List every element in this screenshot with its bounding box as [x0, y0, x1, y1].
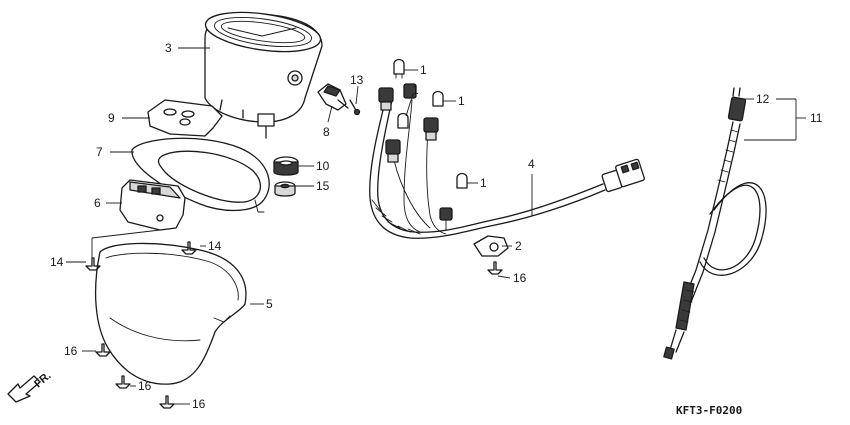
bulb: [456, 172, 468, 189]
callout-2: 2: [515, 239, 522, 253]
callout-12: 12: [756, 92, 770, 106]
speedometer-cable: [663, 87, 767, 360]
callout-9: 9: [108, 111, 115, 125]
speedometer-gauge: [204, 11, 323, 139]
screw-14b: [181, 241, 197, 255]
screw: [349, 99, 361, 116]
callout-1: 1: [480, 176, 487, 190]
front-direction-arrow: FR.: [7, 370, 54, 403]
callout-16: 16: [192, 397, 206, 411]
callout-1: 1: [458, 94, 465, 108]
leader-lines: [66, 47, 806, 405]
meter-case: [94, 242, 247, 385]
screw-16a: [95, 343, 111, 357]
callout-11: 11: [810, 111, 823, 125]
callout-15: 15: [316, 179, 330, 193]
wire-harness: [369, 83, 645, 239]
callout-1: 1: [412, 83, 419, 97]
screw-16d: [487, 261, 503, 275]
callout-13: 13: [350, 73, 364, 87]
callout-3: 3: [165, 41, 172, 55]
meter-bracket: [147, 99, 223, 137]
diagram-code: KFT3-F0200: [676, 404, 742, 417]
callout-14: 14: [208, 239, 222, 253]
callout-1: 1: [420, 63, 427, 77]
callout-14: 14: [50, 255, 64, 269]
reset-knob: [317, 83, 349, 111]
callout-16: 16: [513, 271, 527, 285]
collar: [274, 181, 296, 197]
screw-16b: [115, 375, 131, 389]
callout-6: 6: [94, 196, 101, 210]
wire-clip: [473, 235, 509, 257]
screw-16c: [159, 395, 175, 409]
callout-16: 16: [138, 379, 152, 393]
bulb: [393, 58, 405, 79]
callout-10: 10: [316, 159, 330, 173]
bulb: [397, 112, 409, 129]
screw-14a: [85, 257, 101, 271]
front-label: FR.: [32, 370, 53, 391]
callout-8: 8: [323, 125, 330, 139]
bulb: [432, 90, 444, 107]
indicator-housing: [119, 179, 186, 231]
rubber-grommet: [273, 156, 299, 176]
callout-4: 4: [528, 157, 535, 171]
callout-16: 16: [64, 344, 78, 358]
callout-7: 7: [96, 145, 103, 159]
callout-5: 5: [266, 297, 273, 311]
